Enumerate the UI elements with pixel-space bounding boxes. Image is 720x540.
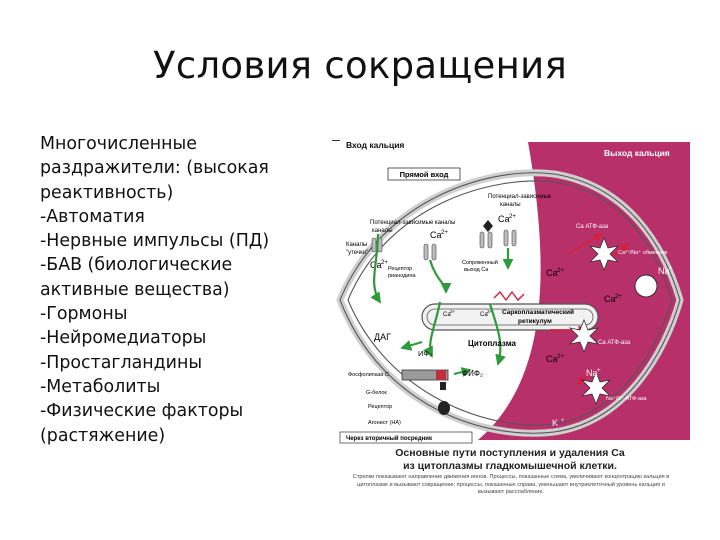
bullet-line: (растяжение) bbox=[40, 425, 166, 446]
entry-label: Вход кальция bbox=[346, 140, 404, 150]
svg-text:Агонист (НА): Агонист (НА) bbox=[368, 420, 401, 426]
bullet-line: -БАВ (биологические bbox=[40, 255, 233, 276]
svg-text:+: + bbox=[669, 266, 673, 272]
svg-text:2+: 2+ bbox=[441, 230, 448, 236]
bullet-line: -Нейромедиаторы bbox=[40, 328, 207, 349]
svg-text:"утечки": "утечки" bbox=[346, 250, 368, 256]
sr-pump bbox=[568, 318, 600, 354]
svg-text:Ca: Ca bbox=[480, 312, 488, 318]
sarcoplasmic-reticulum bbox=[421, 303, 599, 331]
svg-text:2+: 2+ bbox=[381, 260, 388, 266]
svg-text:2+: 2+ bbox=[450, 309, 456, 314]
bullet-line: -Нервные импульсы (ПД) bbox=[40, 231, 270, 252]
bullet-line: Многочисленные bbox=[40, 134, 197, 154]
svg-text:2+: 2+ bbox=[487, 309, 493, 314]
svg-text:Потенциал-зависимые каналы: Потенциал-зависимые каналы bbox=[370, 220, 455, 226]
svg-text:2+: 2+ bbox=[615, 294, 622, 300]
svg-text:Фосфолипаза С: Фосфолипаза С bbox=[348, 372, 389, 378]
second-messenger-label: Через вторичный посредник bbox=[346, 435, 432, 442]
na-k-pump bbox=[580, 370, 612, 406]
svg-text:Na: Na bbox=[658, 266, 670, 276]
svg-text:выход Ca: выход Ca bbox=[464, 267, 489, 273]
bullet-line: -Физические факторы bbox=[40, 401, 244, 422]
bullet-line: -Гормоны bbox=[40, 304, 128, 325]
phospholipase-c bbox=[401, 369, 449, 381]
svg-text:K: K bbox=[552, 418, 558, 428]
svg-text:Ca: Ca bbox=[546, 354, 558, 364]
bullet-line: реактивность) bbox=[40, 182, 174, 203]
svg-text:каналы: каналы bbox=[500, 202, 521, 208]
svg-text:ФИФ₂: ФИФ₂ bbox=[462, 369, 483, 378]
svg-text:Ca: Ca bbox=[443, 312, 451, 318]
bullet-line: активные вещества) bbox=[40, 279, 230, 300]
bullet-line: -Метаболиты bbox=[40, 376, 161, 397]
svg-text:Ca: Ca bbox=[430, 230, 442, 240]
svg-text:2+: 2+ bbox=[557, 354, 564, 360]
svg-text:Na: Na bbox=[586, 368, 598, 378]
svg-text:2+: 2+ bbox=[509, 214, 516, 220]
ca-atpase-pump bbox=[588, 236, 620, 272]
calcium-pathways-figure: Вход кальция Выход кальция Прямой вход П… bbox=[328, 134, 692, 490]
figure-note: Стрелки показывают направление движения … bbox=[352, 474, 670, 496]
caption-line-1: Основные пути поступления и удаления Ca bbox=[395, 447, 625, 459]
svg-text:Саркоплазматический: Саркоплазматический bbox=[502, 308, 574, 316]
direct-entry-label: Прямой вход bbox=[400, 170, 449, 179]
svg-text:Na⁺/K⁺ АТФ-аза: Na⁺/K⁺ АТФ-аза bbox=[606, 395, 648, 402]
bullet-list: Многочисленные раздражители: (высокая ре… bbox=[40, 132, 315, 448]
svg-text:Ca²⁺/Na⁺ обменник: Ca²⁺/Na⁺ обменник bbox=[618, 249, 668, 256]
svg-text:Рецептор: Рецептор bbox=[368, 404, 392, 410]
bullet-line: раздражители: (высокая bbox=[40, 158, 269, 179]
svg-text:Цитоплазма: Цитоплазма bbox=[468, 339, 517, 348]
svg-text:2+: 2+ bbox=[557, 268, 564, 274]
svg-text:Каналы: Каналы bbox=[346, 242, 367, 248]
svg-text:Ca АТФ-аза: Ca АТФ-аза bbox=[598, 340, 631, 346]
svg-text:каналы: каналы bbox=[372, 228, 393, 234]
svg-text:Ca: Ca bbox=[604, 294, 616, 304]
svg-text:+: + bbox=[561, 418, 565, 424]
svg-text:Ca АТФ-аза: Ca АТФ-аза bbox=[576, 224, 609, 230]
svg-text:Ca: Ca bbox=[546, 268, 558, 278]
figure-caption: Основные пути поступления и удаления Ca … bbox=[350, 447, 670, 473]
svg-text:Потенциал-зависимые: Потенциал-зависимые bbox=[488, 194, 552, 200]
svg-text:Ca: Ca bbox=[498, 214, 510, 224]
exit-label: Выход кальция bbox=[604, 148, 670, 158]
svg-text:ретикулум: ретикулум bbox=[518, 318, 552, 325]
svg-text:рианодина: рианодина bbox=[388, 273, 416, 279]
slide-title: Условия сокращения bbox=[152, 44, 568, 87]
svg-text:ДАГ: ДАГ bbox=[374, 332, 391, 342]
svg-text:ИФ₃: ИФ₃ bbox=[418, 349, 432, 358]
svg-text:Сопряженный: Сопряженный bbox=[462, 259, 498, 266]
svg-text:+: + bbox=[597, 368, 601, 374]
svg-text:Рецептор: Рецептор bbox=[388, 266, 412, 272]
bullet-line: -Простагландины bbox=[40, 352, 203, 373]
leak-channel bbox=[371, 229, 517, 261]
exchanger bbox=[634, 274, 658, 298]
svg-text:G-белок: G-белок bbox=[366, 390, 387, 396]
ligand-diamond bbox=[483, 220, 493, 232]
caption-line-2: из цитоплазмы гладкомышечной клетки. bbox=[403, 460, 617, 472]
bullet-line: -Автоматия bbox=[40, 206, 145, 227]
agonist bbox=[438, 401, 450, 415]
